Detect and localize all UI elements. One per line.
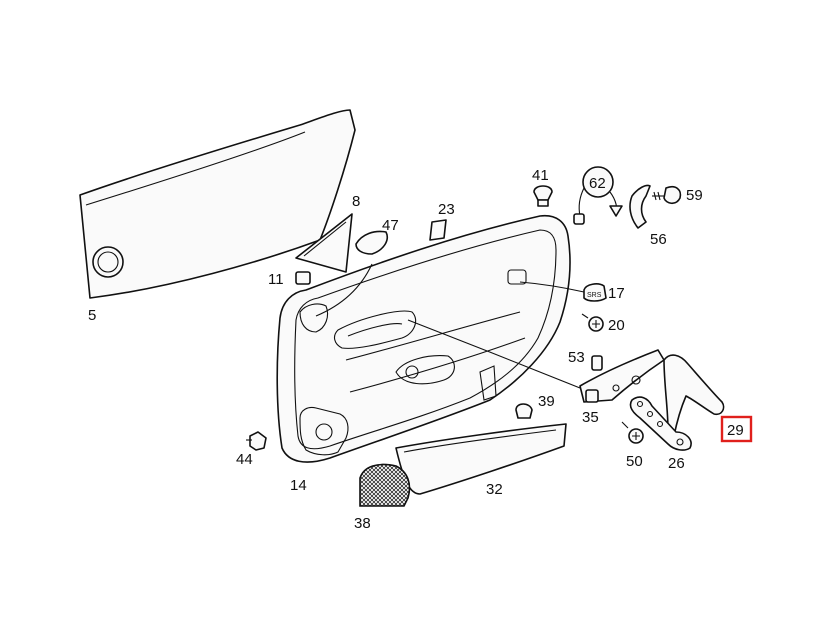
part-20-screw[interactable]	[581, 313, 604, 332]
label-32: 32	[486, 481, 503, 498]
part-8-triangle-cover[interactable]	[295, 213, 353, 273]
label-59: 59	[686, 187, 703, 204]
label-39: 39	[538, 393, 555, 410]
label-41: 41	[532, 167, 549, 184]
label-62: 62	[589, 175, 606, 192]
part-53-clip[interactable]	[591, 355, 603, 371]
part-5-insulation-sheet[interactable]	[79, 109, 356, 299]
label-29: 29	[727, 422, 744, 439]
label-44: 44	[236, 451, 253, 468]
highlight-box-29	[720, 415, 753, 443]
label-20: 20	[608, 317, 625, 334]
part-14-door-trim-panel[interactable]	[276, 214, 571, 463]
part-32-lower-trim-strip[interactable]	[395, 423, 567, 495]
part-59-screw[interactable]	[652, 185, 682, 205]
label-23: 23	[438, 201, 455, 218]
part-38-speaker-grille[interactable]	[359, 463, 411, 507]
part-35-bracket[interactable]	[407, 319, 665, 403]
part-47-mirror-cap[interactable]	[355, 230, 388, 255]
label-11: 11	[268, 271, 284, 288]
label-56: 56	[650, 231, 667, 248]
label-38: 38	[354, 515, 371, 532]
part-23-bracket[interactable]	[429, 219, 447, 241]
part-56-lock-rod[interactable]	[629, 184, 651, 229]
label-35: 35	[582, 409, 599, 426]
part-50-screw[interactable]	[621, 421, 644, 444]
part-39-clip[interactable]	[515, 403, 533, 419]
part-17-srs-badge[interactable]: SRS	[519, 281, 607, 302]
label-53: 53	[568, 349, 585, 366]
part-62-callout[interactable]	[573, 166, 623, 225]
part-29-pull-handle[interactable]	[663, 354, 725, 437]
label-26: 26	[668, 455, 685, 472]
label-17: 17	[608, 285, 625, 302]
part-41-clip[interactable]	[533, 185, 553, 207]
part-11-clip[interactable]	[295, 271, 311, 285]
label-50: 50	[626, 453, 643, 470]
leader-47	[315, 263, 373, 317]
label-8: 8	[352, 193, 360, 210]
label-14: 14	[290, 477, 307, 494]
label-47: 47	[382, 217, 399, 234]
part-26-handle-bracket[interactable]	[629, 396, 692, 451]
label-5: 5	[88, 307, 96, 324]
svg-text:SRS: SRS	[587, 292, 602, 299]
part-44-push-clip[interactable]	[246, 431, 267, 451]
